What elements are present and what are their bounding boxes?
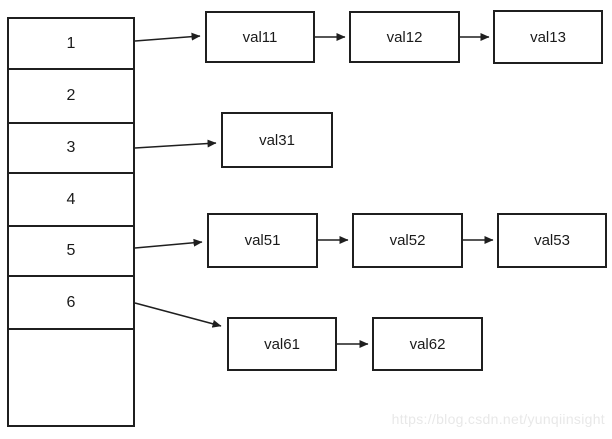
node-label: val53 (534, 232, 570, 249)
node-label: val62 (409, 335, 446, 353)
array-cell-2: 2 (7, 68, 135, 124)
watermark-url: https://blog.csdn.net/yunqiinsight (391, 411, 605, 427)
node-label: val11 (242, 28, 278, 46)
arrow-cell5-to-val51 (134, 238, 203, 249)
array-cell-empty (7, 328, 135, 427)
list-node-val13: val13 (493, 10, 603, 64)
array-cell-1: 1 (7, 17, 135, 70)
array-cell-label: 3 (66, 139, 76, 156)
node-label: val31 (259, 131, 295, 149)
list-node-val11: val11 (205, 11, 315, 63)
array-cell-label: 4 (66, 190, 76, 208)
list-node-val53: val53 (497, 213, 607, 268)
array-cell-4: 4 (7, 172, 135, 227)
list-node-val62: val62 (372, 317, 483, 371)
array-cell-5: 5 (7, 225, 135, 277)
array-cell-3: 3 (7, 122, 135, 174)
list-node-val12: val12 (349, 11, 460, 63)
node-label: val61 (264, 335, 300, 353)
array-cell-label: 2 (66, 87, 76, 104)
array-cell-label: 6 (66, 293, 76, 311)
node-label: val12 (386, 28, 423, 46)
arrow-cell6-to-val61 (134, 302, 222, 328)
arrow-cell1-to-val11 (134, 32, 201, 42)
array-cell-6: 6 (7, 275, 135, 330)
list-node-val31: val31 (221, 112, 333, 168)
arrow-cell3-to-val31 (134, 139, 217, 149)
node-label: val52 (389, 232, 426, 249)
node-label: val51 (244, 232, 281, 249)
array-cell-label: 5 (66, 242, 76, 259)
list-node-val51: val51 (207, 213, 318, 268)
node-label: val13 (530, 28, 566, 46)
array-cell-label: 1 (66, 34, 76, 52)
list-node-val61: val61 (227, 317, 337, 371)
list-node-val52: val52 (352, 213, 463, 268)
